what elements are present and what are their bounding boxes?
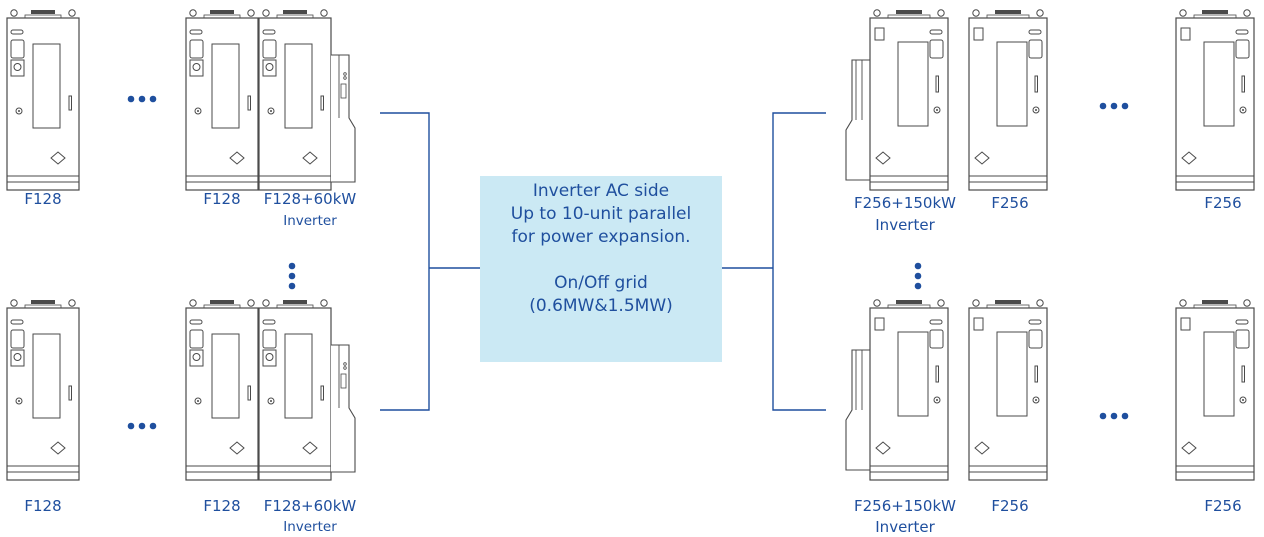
cabinet-f256-combo: [869, 9, 949, 191]
left-top-row: [6, 9, 356, 191]
center-info-box: Inverter AC side Up to 10-unit parallel …: [480, 176, 722, 362]
label-f128: F128: [24, 190, 62, 208]
cabinet-f128: [185, 299, 259, 481]
bus-lines-left: [380, 112, 480, 411]
cabinet-f128: [6, 9, 80, 191]
dots-icon: [1099, 412, 1129, 420]
left-bottom-row: [6, 299, 356, 481]
center-line: for power expansion.: [511, 227, 691, 247]
label-inverter: Inverter: [283, 213, 337, 229]
cabinet-f256: [968, 9, 1048, 191]
label-inverter: Inverter: [283, 519, 337, 535]
cabinet-f256: [968, 299, 1048, 481]
label-f256-combo: F256+150kW: [854, 497, 956, 515]
label-f256: F256: [1204, 194, 1242, 212]
label-f128: F128: [203, 190, 241, 208]
label-inverter: Inverter: [875, 518, 935, 536]
cabinet-f256: [1175, 9, 1255, 191]
cabinet-f128-combo: [258, 299, 332, 481]
inverter-60kw: [330, 344, 356, 473]
label-f256: F256: [991, 497, 1029, 515]
dots-icon: [914, 262, 922, 290]
bus-lines-right: [722, 112, 826, 411]
cabinet-f128-combo: [258, 9, 332, 191]
label-f256: F256: [991, 194, 1029, 212]
label-f128: F128: [24, 497, 62, 515]
cabinet-f256-combo: [869, 299, 949, 481]
inverter-150kw: [845, 349, 871, 471]
label-f256-combo: F256+150kW: [854, 194, 956, 212]
right-bottom-row: [845, 299, 1255, 481]
inverter-60kw: [330, 54, 356, 183]
dots-icon: [288, 262, 296, 290]
center-line: Inverter AC side: [532, 181, 670, 201]
label-f128-combo: F128+60kW: [263, 190, 357, 208]
dots-icon: [127, 422, 157, 430]
cabinet-f128: [185, 9, 259, 191]
dots-icon: [127, 95, 157, 103]
inverter-150kw: [845, 59, 871, 181]
label-f256: F256: [1204, 497, 1242, 515]
label-f128-combo: F128+60kW: [263, 497, 357, 515]
center-spacer: [480, 249, 722, 272]
center-line: On/Off grid: [554, 273, 648, 293]
right-top-row: [845, 9, 1255, 191]
center-line: Up to 10-unit parallel: [510, 204, 692, 224]
cabinet-f256: [1175, 299, 1255, 481]
center-line: (0.6MW&1.5MW): [529, 296, 673, 316]
label-inverter: Inverter: [875, 216, 935, 234]
dots-icon: [1099, 102, 1129, 110]
label-f128: F128: [203, 497, 241, 515]
cabinet-f128: [6, 299, 80, 481]
